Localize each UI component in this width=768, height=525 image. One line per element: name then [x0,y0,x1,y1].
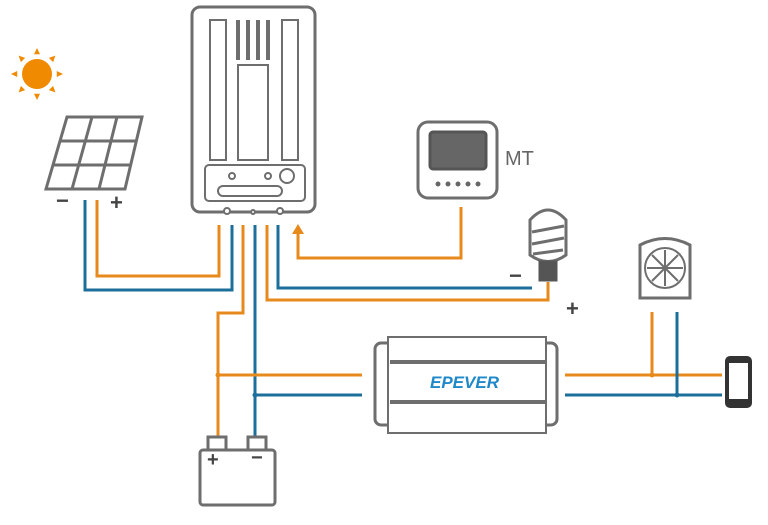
bulb-icon [528,208,568,282]
battery-minus-label: − [251,447,263,469]
sun-ray [18,55,26,63]
inverter-icon [373,336,559,434]
load-positive-wire [265,225,550,302]
meter-mt-icon [416,120,499,200]
load-negative-wire [276,225,532,290]
junction-dot [252,392,258,398]
sun-ray [56,71,63,77]
panel-plus-label: + [110,190,123,215]
sun-ray [11,71,18,77]
sun-ray [18,85,26,93]
panel-minus-label: − [56,188,69,213]
junction-dot [215,372,221,378]
charge-controller-icon [190,5,317,215]
meter-arrow-icon [292,224,304,234]
meter-label: MT [505,148,534,170]
inverter-brand-logo: EPEVER [430,373,499,392]
panel-negative-wire [83,200,234,292]
sun-icon [11,48,63,100]
panel-positive-wire [95,200,221,278]
sun-ray [34,48,40,55]
sun-ray [48,55,56,63]
sun-ray [34,93,40,100]
junction-dot [674,392,680,398]
phone-icon [725,356,752,408]
wires [83,200,722,440]
solar-panel-icon [44,115,144,191]
sun-ray [48,85,56,93]
junction-dot [649,372,655,378]
meter-wire [296,207,463,260]
battery-icon [198,435,277,507]
bulb-plus-label: + [566,296,579,321]
battery-plus-label: + [207,449,219,471]
fan-icon [638,237,692,300]
bulb-minus-label: − [509,263,522,288]
